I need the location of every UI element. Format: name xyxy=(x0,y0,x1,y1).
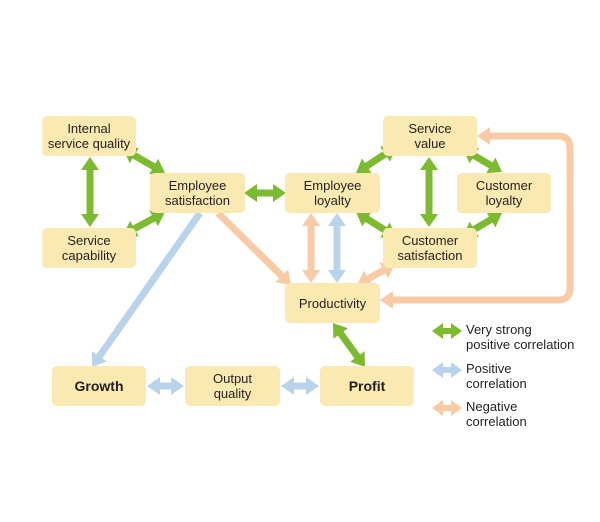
connector-service-value-cust-satisfaction xyxy=(420,157,438,227)
node-profit: Profit xyxy=(320,366,414,406)
node-customer-satisfaction: Customer satisfaction xyxy=(383,228,477,268)
connector-emp-satisfaction-productivity xyxy=(215,210,291,285)
connector-output-quality-profit xyxy=(281,377,319,395)
connector-productivity-profit xyxy=(333,323,365,367)
node-service-capability: Service capability xyxy=(42,228,136,268)
legend-negative-swatch xyxy=(432,400,462,416)
legend-very-strong-label: Very strong positive correlation xyxy=(466,322,575,352)
legend-very-strong-swatch xyxy=(432,323,462,339)
node-output-quality: Output quality xyxy=(185,366,280,406)
connector-emp-loyalty-productivity-positive xyxy=(328,213,346,283)
connector-emp-satisfaction-growth xyxy=(92,210,203,367)
legend-negative-label: Negative correlation xyxy=(466,399,527,429)
connector-service-value-productivity-negative xyxy=(380,127,574,309)
connector-emp-loyalty-productivity-negative xyxy=(302,213,320,283)
connector-growth-output-quality xyxy=(147,377,184,395)
connector-emp-satisfaction-emp-loyalty xyxy=(244,184,286,202)
node-employee-loyalty: Employee loyalty xyxy=(285,173,380,213)
legend-positive-swatch xyxy=(432,362,462,378)
node-growth: Growth xyxy=(52,366,146,406)
node-service-value: Service value xyxy=(383,116,477,156)
node-employee-satisfaction: Employee satisfaction xyxy=(150,173,245,213)
node-internal-service-quality: Internal service quality xyxy=(42,116,136,156)
node-customer-loyalty: Customer loyalty xyxy=(457,173,551,213)
connector-internal-quality-capability xyxy=(81,157,99,227)
legend-positive-label: Positive correlation xyxy=(466,361,527,391)
node-productivity: Productivity xyxy=(285,283,380,323)
